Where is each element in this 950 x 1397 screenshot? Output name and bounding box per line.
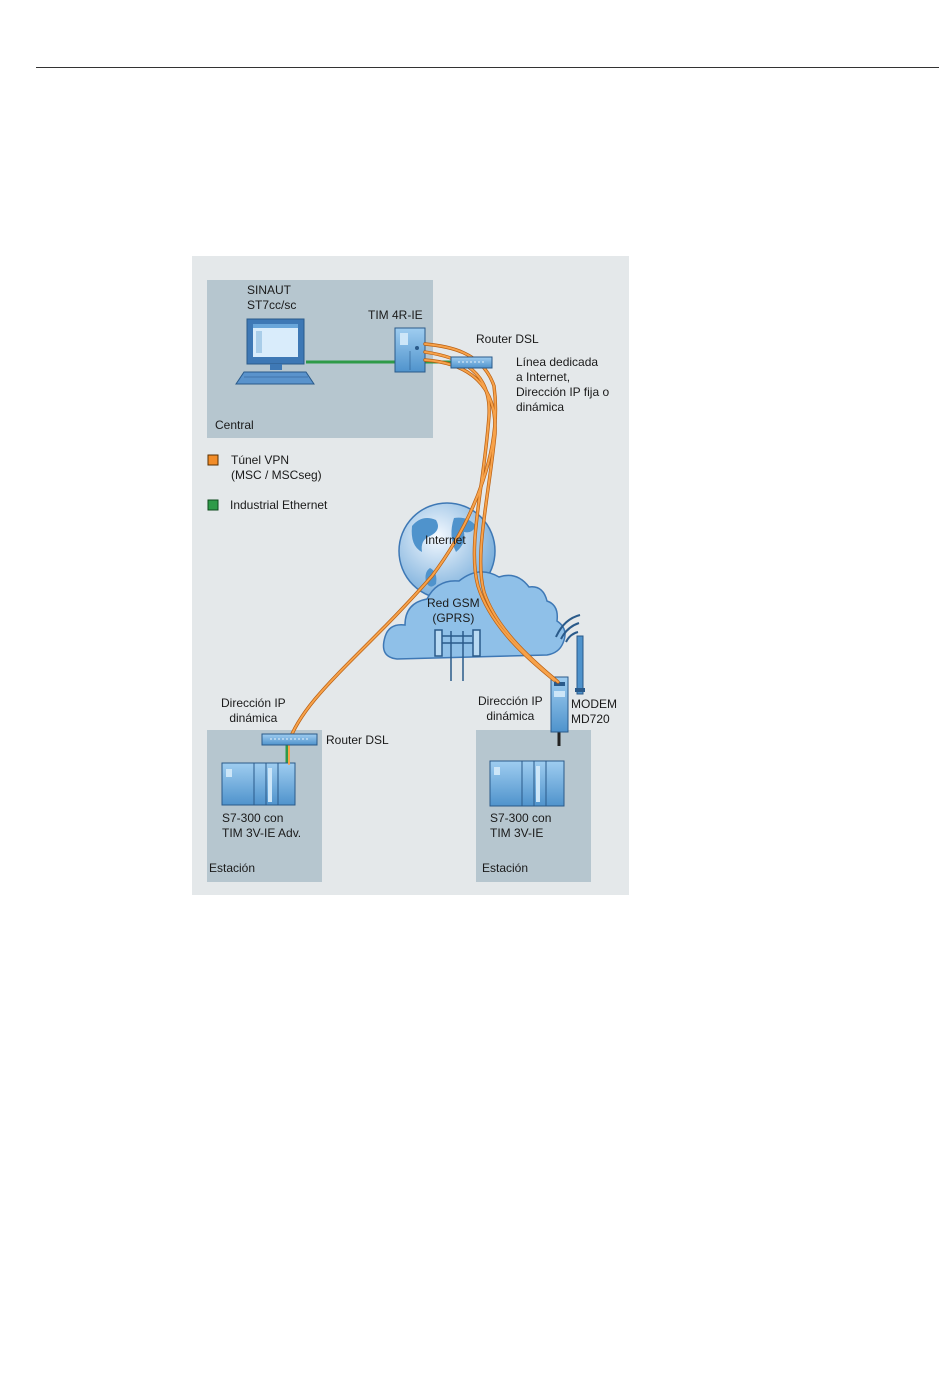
station-right-device-label: S7-300 con TIM 3V-IE — [490, 811, 552, 840]
legend-ethernet-swatch — [207, 499, 219, 511]
s7-300-left-icon — [221, 762, 296, 806]
router-dsl-bottom-label: Router DSL — [326, 733, 389, 747]
s7-300-right-icon — [489, 760, 565, 807]
tim4r-module-icon — [394, 327, 426, 373]
router-dsl-bottom-icon — [261, 733, 318, 746]
router-dsl-top-label: Router DSL — [476, 332, 539, 346]
tim4r-label: TIM 4R-IE — [368, 308, 423, 322]
legend-vpn-swatch — [207, 454, 219, 466]
wireless-signal-icon — [555, 614, 581, 643]
modem-label: MODEM MD720 — [571, 697, 617, 726]
station-left-device-label: S7-300 con TIM 3V-IE Adv. — [222, 811, 302, 840]
modem-md720-icon — [550, 635, 585, 733]
leased-line-label: Línea dedicada a Internet, Dirección IP … — [516, 355, 610, 414]
legend-ethernet-label: Industrial Ethernet — [230, 498, 328, 512]
station-left-label: Estación — [209, 861, 256, 875]
right-ip-label: Dirección IP dinámica — [478, 694, 543, 723]
station-left-panel — [207, 730, 322, 882]
router-dsl-top-icon — [450, 356, 493, 369]
sinaut-label: SINAUT ST7cc/sc — [247, 283, 297, 312]
internet-label: Internet — [425, 533, 466, 547]
network-diagram: SINAUT ST7cc/sc TIM 4R-IE Router DSL Lín… — [192, 256, 629, 895]
legend-vpn-label: Túnel VPN (MSC / MSCseg) — [231, 453, 322, 482]
gsm-cloud-icon — [382, 571, 566, 681]
central-label: Central — [215, 418, 254, 432]
diagram-graphics — [207, 318, 585, 807]
computer-icon — [235, 318, 315, 385]
header-rule — [36, 67, 939, 68]
left-ip-label: Dirección IP dinámica — [221, 696, 286, 725]
gsm-label: Red GSM (GPRS) — [427, 596, 480, 625]
station-right-label: Estación — [482, 861, 529, 875]
